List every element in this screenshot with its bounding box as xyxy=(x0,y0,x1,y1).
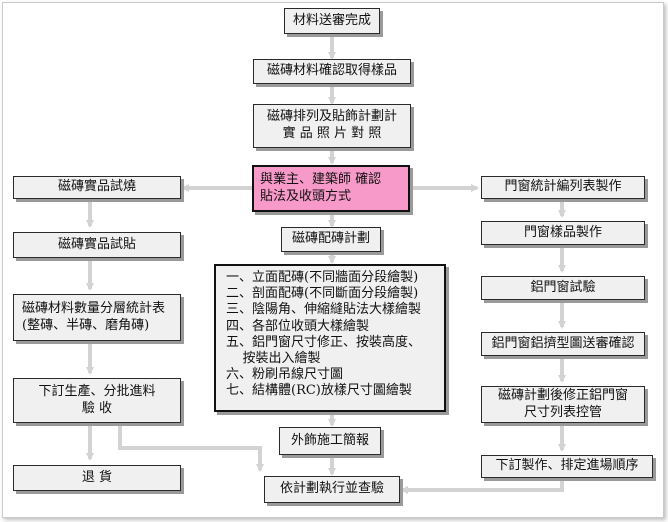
center-step-layout-photo: 磁磚排列及貼飾計劃計 實 品 照 片 對 照 xyxy=(253,104,411,148)
center-step-exterior-briefing: 外飾施工簡報 xyxy=(279,427,381,455)
right-step-window-revision: 磁磚計劃後修正鋁門窗 尺寸列表控管 xyxy=(481,386,645,423)
plan-item: 一、立面配磚(不同牆面分段繪製) xyxy=(226,270,419,285)
right-step-order-sequence: 下訂製作、排定進場順序 xyxy=(481,455,653,478)
right-step-window-test: 鋁門窗試驗 xyxy=(481,276,645,300)
plan-item: 二、剖面配磚(不同斷面分段繪製) xyxy=(226,286,419,302)
plan-item: 五、鋁門窗尺寸修正、按裝高度、 xyxy=(226,334,422,350)
arrow-left-to-final xyxy=(118,423,264,472)
plan-item: 四、各部位收頭大樣繪製 xyxy=(226,318,370,334)
right-step-window-schedule: 門窗統計編列表製作 xyxy=(481,176,645,199)
plan-item: 按裝出入繪製 xyxy=(226,351,321,367)
left-step-quantity-table: 磁磚材料數量分層統計表 (整磚、半磚、磨角磚) xyxy=(13,294,181,341)
right-step-window-sample: 門窗樣品製作 xyxy=(481,221,645,245)
plan-item: 六、粉刷吊線尺寸圖 xyxy=(226,367,344,383)
arrow-right-to-final xyxy=(400,478,564,494)
center-step-execute-inspect: 依計劃執行並查驗 xyxy=(264,476,400,503)
center-step-confirm-owner-architect: 與業主、建築師 確認 貼法及收頭方式 xyxy=(252,165,410,212)
center-step-tile-plan: 磁磚配磚計劃 xyxy=(281,227,381,252)
left-step-return-goods: 退 貨 xyxy=(13,465,181,491)
plan-item: 七、結構體(RC)放樣尺寸圖繪製 xyxy=(226,383,412,399)
center-step-materials-approved: 材料送審完成 xyxy=(284,8,380,34)
center-step-tile-sample: 磁磚材料確認取得樣品 xyxy=(253,59,411,84)
plan-item: 三、陰陽角、伸縮縫貼法大樣繪製 xyxy=(226,302,422,318)
left-step-trial-firing: 磁磚實品試燒 xyxy=(13,176,181,199)
right-step-extrusion-approval: 鋁門窗鋁擠型圖送審確認 xyxy=(481,332,645,356)
left-step-trial-paving: 磁磚實品試貼 xyxy=(13,232,181,258)
left-step-order-receive: 下訂生產、分批進料 驗 收 xyxy=(13,378,181,423)
plan-items-box: 一、立面配磚(不同牆面分段繪製) 二、剖面配磚(不同斷面分段繪製) 三、陰陽角、… xyxy=(214,264,446,412)
